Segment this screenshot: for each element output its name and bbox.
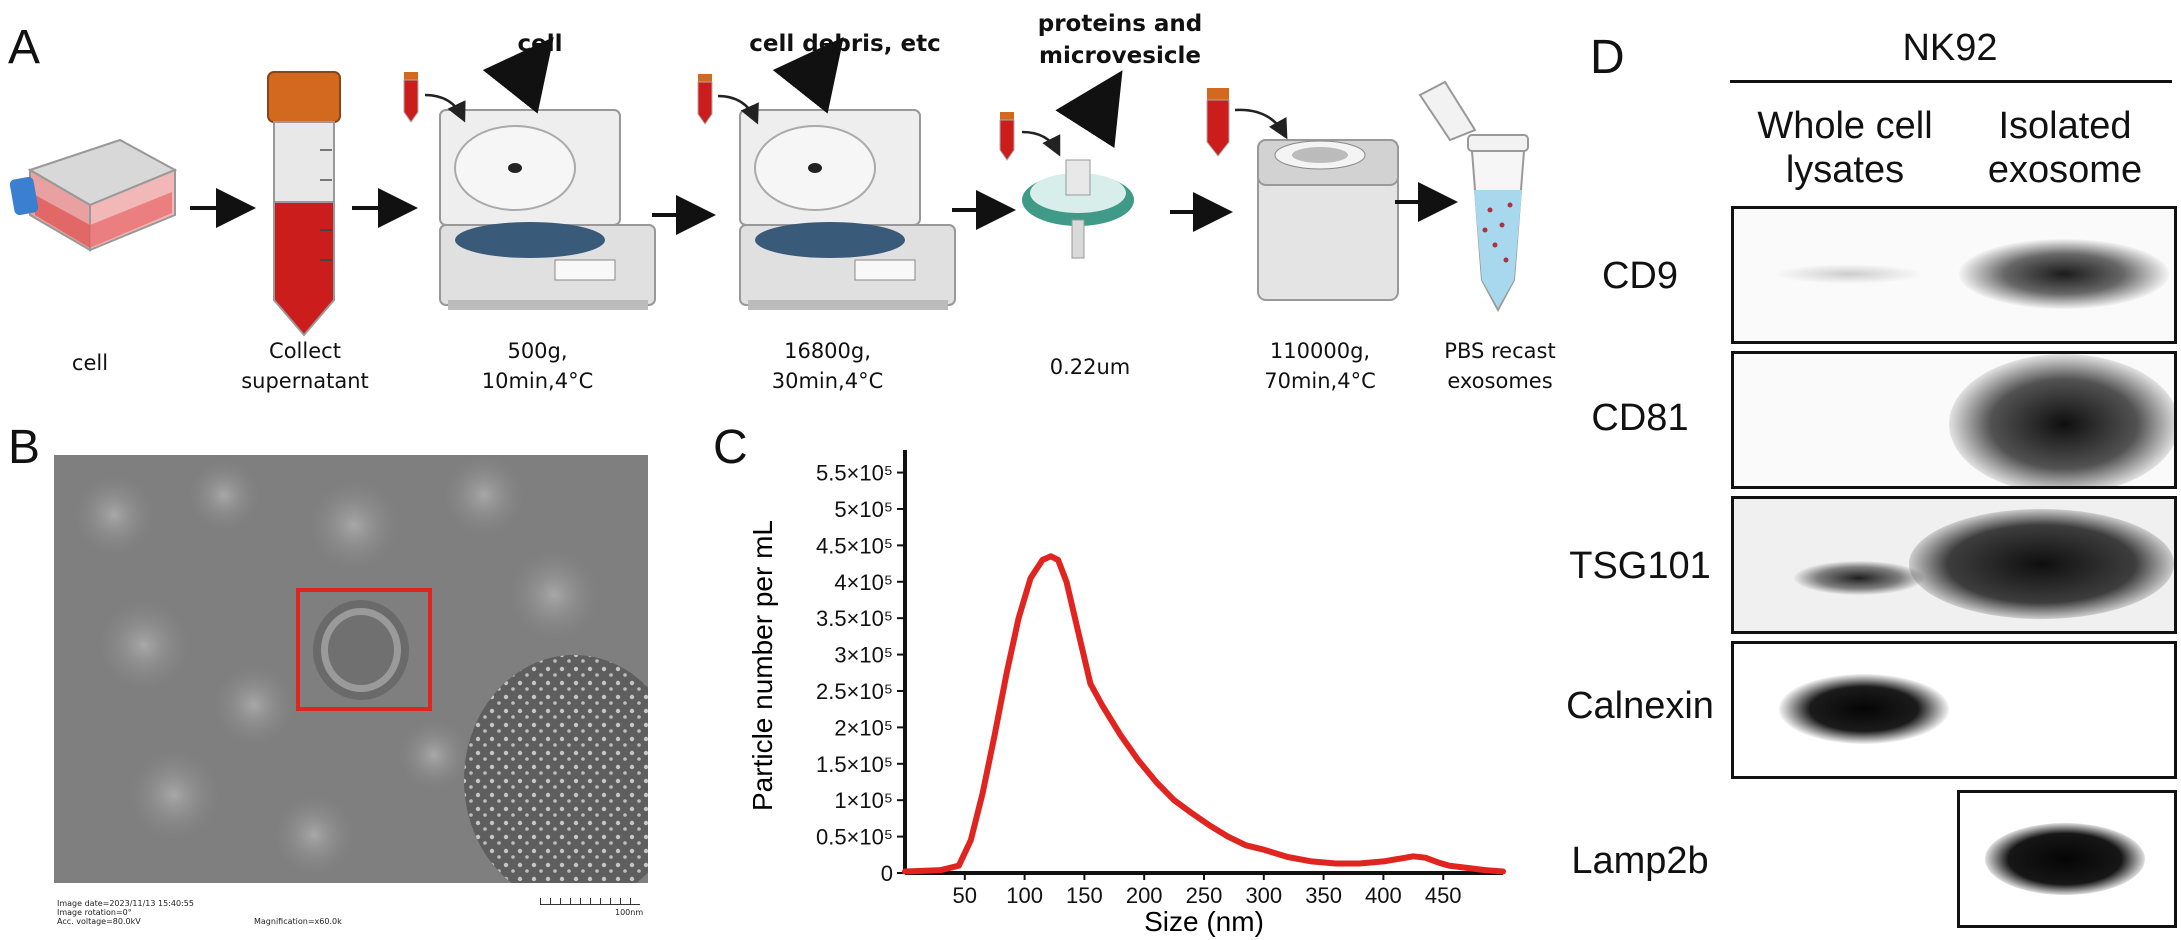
x-tick-label: 200 (1126, 883, 1163, 908)
panel-label-a: A (8, 21, 41, 74)
column-header-whole-cell: Whole cell lysates (1757, 105, 1933, 191)
exosome-highlight-box (296, 588, 432, 711)
band (1985, 823, 2145, 895)
y-tick-label: 2.5×10⁵ (816, 679, 893, 704)
tem-scale-label: 100nm (615, 908, 644, 917)
blot-tsg101 (1731, 496, 2177, 634)
y-tick-label: 2×10⁵ (834, 715, 893, 740)
x-tick-label: 150 (1066, 883, 1103, 908)
x-tick-label: 400 (1365, 883, 1402, 908)
panel-label-b: B (8, 421, 41, 474)
chart-axes (903, 450, 1503, 875)
tem-info-bar (54, 883, 648, 900)
step-label-collect: Collect supernatant (241, 339, 369, 393)
x-tick-label: 50 (953, 883, 977, 908)
discard-arrow (1055, 70, 1123, 149)
tem-texture (54, 455, 648, 900)
panel-label-d: D (1590, 31, 1625, 84)
band (1909, 509, 2174, 619)
eppendorf-tube-icon (1418, 80, 1529, 313)
band (1774, 264, 1924, 284)
cell-line-rule (1730, 80, 2172, 83)
step-label-spin-1: 500g, 10min,4°C (481, 339, 594, 393)
centrifuge-icon (439, 109, 656, 310)
centrifuge-icon (739, 109, 956, 310)
blot-calnexin (1731, 641, 2177, 779)
blot-cd81 (1731, 351, 2177, 489)
centrifuge-tube-icon (267, 71, 341, 337)
step-label-cell: cell (71, 351, 109, 375)
y-tick-label: 3.5×10⁵ (816, 606, 893, 631)
row-label-lamp2b: Lamp2b (1571, 840, 1709, 882)
band (1794, 561, 1924, 595)
discard-label-debris: cell debris, etc (749, 31, 941, 57)
y-axis-ticks: 0 0.5×10⁵ 1×10⁵ 1.5×10⁵ 2×10⁵ 2.5×10⁵ 3×10⁵ 3.5… (816, 461, 905, 886)
panel-label-c: C (713, 421, 748, 474)
workflow-illustration (9, 37, 1529, 337)
x-tick-label: 250 (1186, 883, 1223, 908)
step-label-resuspend: PBS recast exosomes (1444, 339, 1556, 393)
tem-scale-bar (540, 898, 640, 905)
row-label-tsg101: TSG101 (1569, 545, 1711, 587)
cell-line-label: NK92 (1902, 27, 1998, 69)
blot-lamp2b (1957, 790, 2177, 928)
x-axis-ticks: 50 100 150 200 250 300 350 400 450 (953, 873, 1462, 908)
tem-meta-date: Image date=2023/11/13 15:40:55 (57, 899, 194, 908)
y-tick-label: 0.5×10⁵ (816, 825, 893, 850)
row-label-calnexin: Calnexin (1566, 685, 1714, 727)
band (1949, 354, 2174, 486)
discard-arrow (772, 37, 844, 114)
tem-magnification: Magnification=x60.0k (254, 917, 342, 926)
step-label-spin-2: 16800g, 30min,4°C (771, 339, 884, 393)
band (1779, 674, 1949, 744)
ultracentrifuge-icon (1257, 139, 1399, 301)
row-label-cd81: CD81 (1591, 397, 1689, 439)
size-distribution-line (902, 553, 1506, 875)
discard-label-proteins: proteins and microvesicle (1037, 11, 1203, 69)
sample-tube-icon (1206, 88, 1288, 157)
sample-tube-icon (697, 74, 759, 125)
y-tick-label: 3×10⁵ (834, 643, 893, 668)
discard-label-cell: cell (517, 31, 563, 57)
step-label-filter: 0.22um (1049, 355, 1131, 379)
step-label-ultracentrifuge: 110000g, 70min,4°C (1264, 339, 1376, 393)
x-tick-label: 450 (1425, 883, 1462, 908)
y-tick-label: 5.5×10⁵ (816, 461, 893, 486)
row-label-cd9: CD9 (1601, 255, 1679, 297)
sample-tube-icon (999, 112, 1061, 161)
y-axis-label: Particle number per mL (747, 520, 778, 811)
x-tick-label: 350 (1305, 883, 1342, 908)
y-tick-label: 0 (881, 861, 893, 886)
tem-meta-rotation: Image rotation=0° (57, 908, 132, 917)
y-tick-label: 1×10⁵ (834, 788, 893, 813)
y-tick-label: 1.5×10⁵ (816, 752, 893, 777)
discard-arrow (482, 37, 554, 114)
x-axis-label: Size (nm) (1144, 906, 1264, 937)
y-tick-label: 4.5×10⁵ (816, 533, 893, 558)
sample-tube-icon (403, 72, 466, 123)
size-distribution-chart: 0 0.5×10⁵ 1×10⁵ 1.5×10⁵ 2×10⁵ 2.5×10⁵ 3×10⁵ 3.5… (747, 450, 1506, 937)
tem-meta: Image date=2023/11/13 15:40:55 Image rot… (57, 899, 194, 926)
tem-meta-voltage: Acc. voltage=80.0kV (57, 917, 141, 926)
x-tick-label: 100 (1006, 883, 1043, 908)
x-tick-label: 300 (1245, 883, 1282, 908)
blot-cd9 (1731, 206, 2177, 344)
tem-micrograph (54, 455, 648, 900)
y-tick-label: 4×10⁵ (834, 570, 893, 595)
band (1959, 239, 2169, 309)
column-header-exosome: Isolated exosome (1987, 105, 2143, 191)
y-tick-label: 5×10⁵ (834, 497, 893, 522)
syringe-filter-icon (1022, 159, 1134, 259)
cell-flask-icon (9, 138, 178, 252)
